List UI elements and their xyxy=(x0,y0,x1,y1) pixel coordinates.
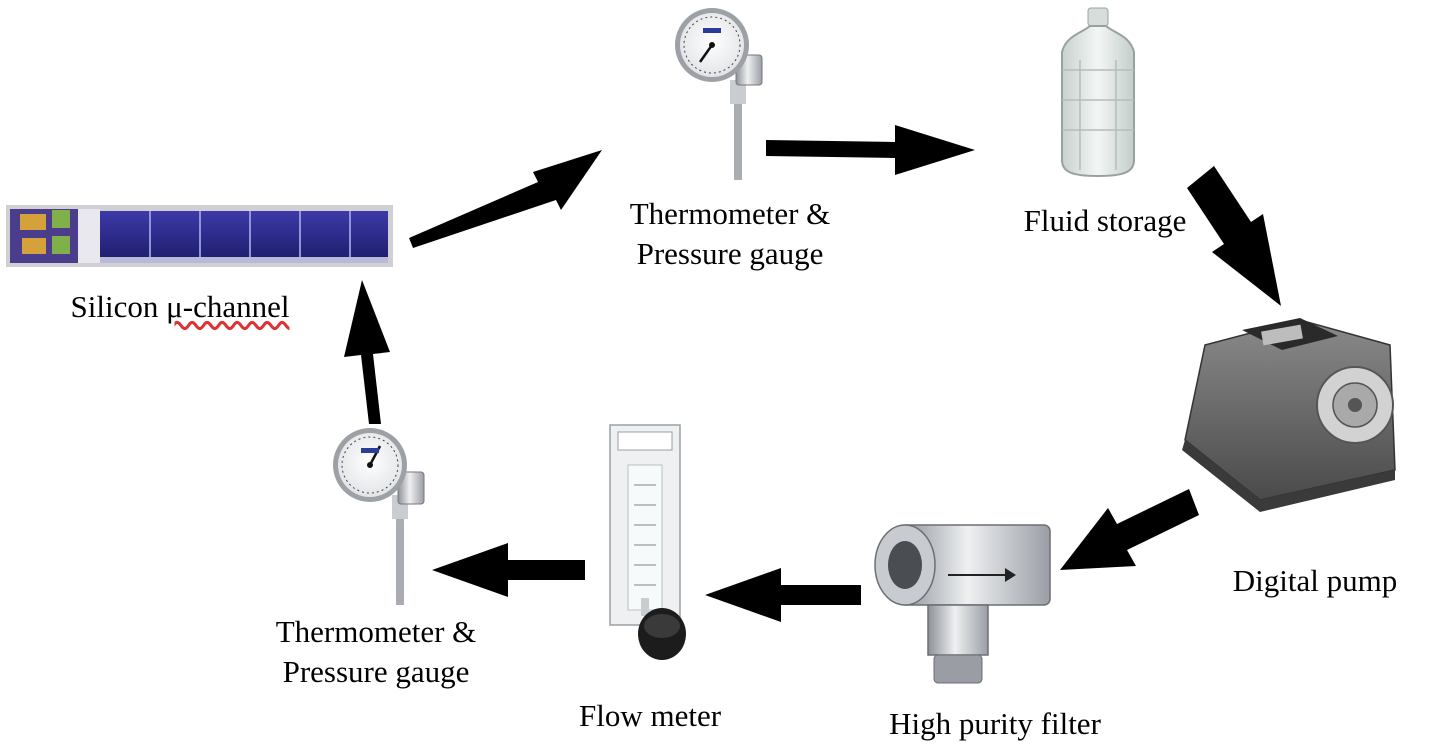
flow-arrows xyxy=(344,125,1281,622)
gauge-top-label-line1: Thermometer & xyxy=(629,196,831,231)
silicon-channel-label-b: μ-channel xyxy=(166,289,290,324)
gauge-top-image xyxy=(675,8,763,180)
arrow-flowmeter-to-gauge xyxy=(432,543,585,597)
silicon-channel-image xyxy=(6,205,393,267)
arrow-storage-to-pump xyxy=(1187,166,1281,306)
filter-label: High purity filter xyxy=(855,704,1135,744)
gauge-bottom-label-line1: Thermometer & xyxy=(275,614,477,649)
arrow-pump-to-filter xyxy=(1060,489,1199,570)
filter-image xyxy=(874,524,1051,684)
gauge-bottom-label-line2: Pressure gauge xyxy=(282,654,470,689)
flow-meter-label: Flow meter xyxy=(540,696,760,736)
digital-pump-label-text: Digital pump xyxy=(1232,563,1398,598)
silicon-channel-label-a: Silicon xyxy=(70,289,167,324)
silicon-channel-label: Silicon μ-channel xyxy=(40,287,320,327)
filter-label-text: High purity filter xyxy=(889,706,1101,741)
fluid-storage-label-text: Fluid storage xyxy=(1023,203,1187,238)
gauge-bottom-image xyxy=(333,428,425,605)
arrow-gauge-to-chip xyxy=(344,280,390,424)
arrow-gauge-to-storage xyxy=(766,125,975,175)
gauge-top-label-line2: Pressure gauge xyxy=(636,236,824,271)
flow-meter-label-text: Flow meter xyxy=(578,698,722,733)
fluid-storage-image xyxy=(1061,7,1135,178)
gauge-bottom-label: Thermometer & Pressure gauge xyxy=(236,612,516,692)
digital-pump-image xyxy=(1182,318,1396,512)
arrow-chip-to-gauge xyxy=(409,150,602,248)
fluid-storage-label: Fluid storage xyxy=(990,201,1220,241)
arrow-filter-to-flowmeter xyxy=(705,568,861,622)
gauge-top-label: Thermometer & Pressure gauge xyxy=(590,194,870,274)
flow-meter-image xyxy=(609,424,686,660)
digital-pump-label: Digital pump xyxy=(1200,561,1430,601)
